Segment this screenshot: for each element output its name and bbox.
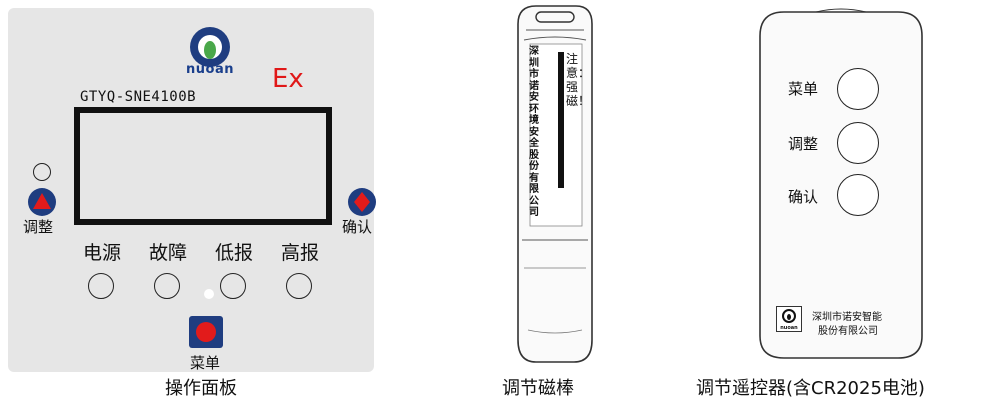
fault-led bbox=[154, 273, 180, 299]
brand-name: nuoan bbox=[186, 62, 234, 77]
menu-button-dot-icon bbox=[196, 322, 216, 342]
status-label-low-alarm: 低报 bbox=[215, 242, 254, 264]
high-alarm-led bbox=[286, 273, 312, 299]
confirm-label: 确认 bbox=[342, 218, 373, 236]
adjust-button[interactable] bbox=[28, 188, 56, 216]
remote-label-menu: 菜单 bbox=[788, 80, 819, 98]
wand-warning-text: 注意：强磁！ bbox=[566, 52, 591, 108]
nuoan-logo-icon bbox=[190, 27, 230, 67]
ex-mark: Ex bbox=[272, 64, 304, 94]
panel-caption: 操作面板 bbox=[165, 378, 237, 399]
diamond-icon bbox=[354, 192, 370, 212]
remote-company-line1: 深圳市诺安智能 bbox=[812, 312, 882, 323]
adjust-label: 调整 bbox=[23, 218, 54, 236]
remote-logo-text: nuoan bbox=[780, 325, 798, 331]
power-led bbox=[88, 273, 114, 299]
remote-label-adjust: 调整 bbox=[788, 135, 819, 153]
menu-button[interactable] bbox=[189, 316, 223, 348]
triangle-up-icon bbox=[33, 193, 51, 209]
wand-caption: 调节磁棒 bbox=[502, 378, 574, 399]
sensor-dot bbox=[204, 289, 214, 299]
remote-nuoan-logo-icon: nuoan bbox=[776, 306, 802, 332]
indicator-led bbox=[33, 163, 51, 181]
remote-company-text: 深圳市诺安智能 股份有限公司 bbox=[812, 311, 882, 339]
status-label-fault: 故障 bbox=[149, 242, 188, 264]
menu-label: 菜单 bbox=[190, 354, 221, 372]
remote-label-confirm: 确认 bbox=[788, 188, 819, 206]
remote-confirm-button[interactable] bbox=[837, 174, 879, 216]
remote-caption: 调节遥控器(含CR2025电池) bbox=[696, 378, 925, 399]
confirm-button[interactable] bbox=[348, 188, 376, 216]
low-alarm-led bbox=[220, 273, 246, 299]
magnet-wand bbox=[517, 5, 593, 363]
status-label-high-alarm: 高报 bbox=[281, 242, 320, 264]
remote-menu-button[interactable] bbox=[837, 68, 879, 110]
display-screen bbox=[74, 107, 332, 225]
model-number: GTYQ-SNE4100B bbox=[80, 89, 197, 105]
remote-company-line2: 股份有限公司 bbox=[818, 326, 878, 337]
wand-company-text: 深圳市诺安环境安全股份有限公司 bbox=[529, 46, 539, 218]
operation-panel: nuoan Ex GTYQ-SNE4100B 调整 确认 电源 故障 低报 高报… bbox=[8, 8, 376, 372]
remote-adjust-button[interactable] bbox=[837, 122, 879, 164]
status-label-power: 电源 bbox=[83, 242, 122, 264]
